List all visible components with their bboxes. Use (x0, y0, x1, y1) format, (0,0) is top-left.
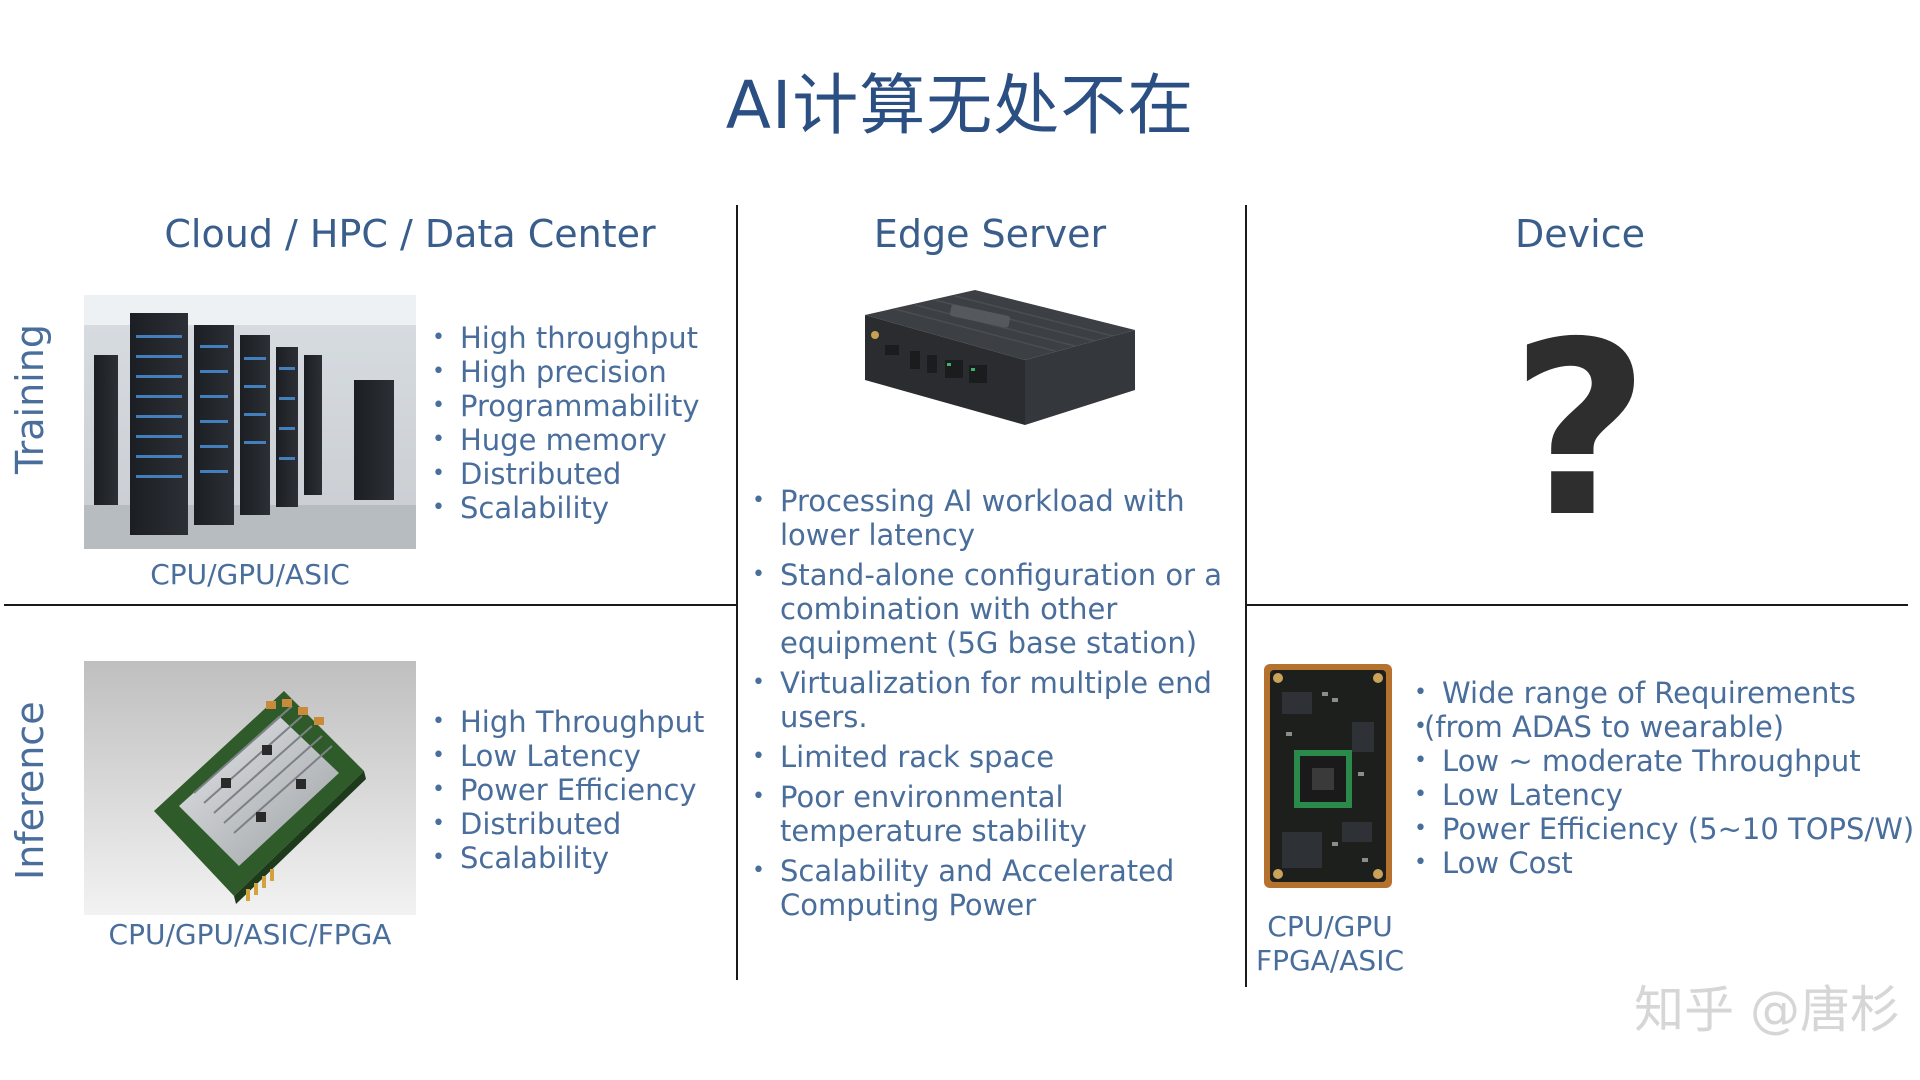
list-item-subtext: (from ADAS to wearable) (1424, 710, 1785, 744)
list-item: Scalability and Accelerated Computing Po… (752, 854, 1230, 922)
list-item: Huge memory (432, 423, 700, 457)
list-item: Processing AI workload with lower latenc… (752, 484, 1230, 552)
device-hardware-caption-line2: FPGA/ASIC (1255, 944, 1404, 977)
edge-server-bullet-list: Processing AI workload with lower latenc… (752, 484, 1230, 928)
column-header-cloud: Cloud / HPC / Data Center (164, 212, 656, 256)
list-item: Limited rack space (752, 740, 1230, 774)
list-item: Low Latency (432, 739, 704, 773)
edge-server-box-image (855, 285, 1145, 435)
list-item: High precision (432, 355, 700, 389)
divider-right-horizontal (1246, 604, 1908, 606)
training-hardware-caption: CPU/GPU/ASIC (150, 558, 350, 591)
list-item: Low ~ moderate Throughput (1414, 744, 1914, 778)
list-item: Distributed (432, 807, 704, 841)
list-item: Distributed (432, 457, 700, 491)
training-bullet-list: High throughput High precision Programma… (432, 321, 700, 525)
row-label-training: Training (8, 324, 52, 474)
device-bullet-list: Wide range of Requirements (from ADAS to… (1414, 676, 1914, 880)
list-item: High Throughput (432, 705, 704, 739)
list-item-continuation: (from ADAS to wearable) (1414, 710, 1914, 744)
divider-left (736, 205, 738, 980)
list-item: Wide range of Requirements (1414, 676, 1914, 710)
list-item: Programmability (432, 389, 700, 423)
list-item: Poor environmental temperature stability (752, 780, 1230, 848)
inference-bullet-list: High Throughput Low Latency Power Effici… (432, 705, 704, 875)
list-item: Scalability (432, 841, 704, 875)
row-label-inference: Inference (8, 701, 52, 880)
datacenter-server-racks-image (84, 295, 416, 549)
list-item: Low Latency (1414, 778, 1914, 812)
list-item: Power Efficiency (5~10 TOPS/W) (1414, 812, 1914, 846)
list-item: High throughput (432, 321, 700, 355)
divider-left-horizontal (4, 604, 738, 606)
inference-hardware-caption: CPU/GPU/ASIC/FPGA (108, 918, 392, 951)
page-title: AI计算无处不在 (725, 67, 1195, 144)
list-item: Virtualization for multiple end users. (752, 666, 1230, 734)
divider-right (1245, 205, 1247, 987)
list-item: Stand-alone configuration or a combinati… (752, 558, 1230, 660)
list-item: Scalability (432, 491, 700, 525)
device-module-board-image (1262, 662, 1394, 890)
list-item: Power Efficiency (432, 773, 704, 807)
device-hardware-caption-line1: CPU/GPU (1267, 910, 1393, 943)
column-header-edge: Edge Server (873, 212, 1107, 256)
list-item: Low Cost (1414, 846, 1914, 880)
accelerator-card-image (84, 661, 416, 915)
watermark: 知乎 @唐杉 (1634, 981, 1900, 1039)
column-header-device: Device (1515, 212, 1645, 256)
question-mark-icon: ? (1510, 290, 1650, 570)
